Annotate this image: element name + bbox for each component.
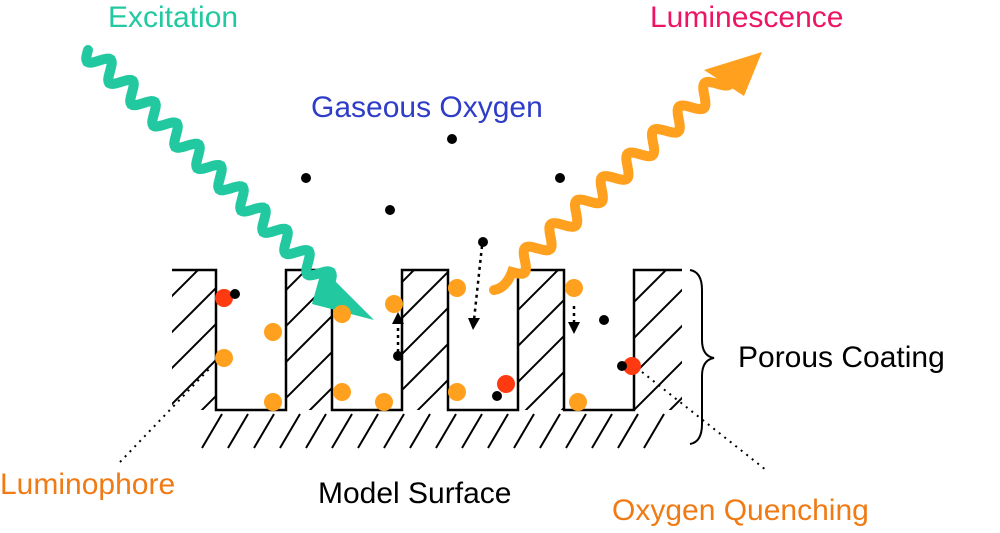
oxygen-diffusion-arrowheads [392,312,580,334]
excitation-arrow [81,45,374,320]
luminophore [264,393,282,411]
luminophore-leader-line [119,365,213,463]
luminescence-arrow [489,52,762,295]
oxygen-molecule [301,173,311,183]
oxygen-molecule [393,351,403,361]
oxygen-molecule [492,391,502,401]
oxygen-molecule [555,173,565,183]
coating-hatching [172,270,682,410]
gaseous-oxygen-label: Gaseous Oxygen [311,91,543,124]
luminophore [264,323,282,341]
porous-coating-label: Porous Coating [738,341,945,374]
oxygen-molecule [447,134,457,144]
oxygen-molecules [230,134,627,401]
luminophore [448,383,466,401]
quenched-luminophore [215,289,233,307]
porous-coating-bracket [689,269,715,445]
luminophore [215,349,233,367]
luminophore-label: Luminophore [0,468,176,501]
diffusion-arrow-down-center [472,245,484,321]
model-surface-label: Model Surface [318,477,512,510]
model-surface-hatching [201,413,665,449]
luminophore [448,279,466,297]
luminescence-arrowhead [704,52,762,96]
luminophore [565,279,583,297]
quenched-luminophore [497,375,515,393]
oxygen-molecule [478,237,488,247]
oxygen-molecule [599,315,609,325]
luminophore [333,383,351,401]
luminescence-label: Luminescence [650,1,844,34]
excitation-arrowhead [312,268,374,320]
quenched-luminophores [215,289,641,393]
luminophore [333,305,351,323]
oxygen-molecule [230,289,240,299]
luminophore [569,393,587,411]
quenched-luminophore [623,357,641,375]
excitation-label: Excitation [108,1,239,34]
luminophore [385,295,403,313]
luminophore-particles [215,279,587,411]
oxygen-molecule [617,361,627,371]
luminophore [375,393,393,411]
oxygen-quenching-label: Oxygen Quenching [612,494,869,527]
oxygen-molecule [385,205,395,215]
